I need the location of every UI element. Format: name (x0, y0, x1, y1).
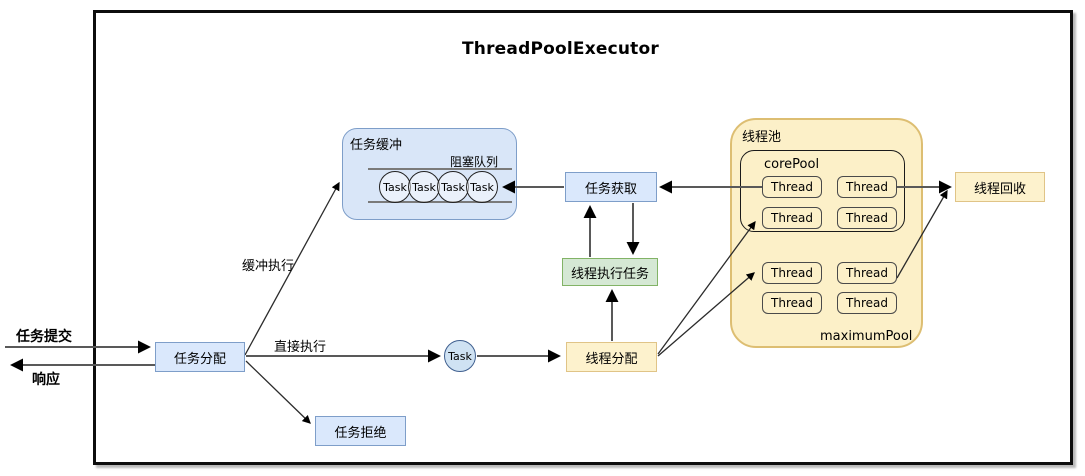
thread-exec-label: 线程执行任务 (570, 266, 649, 282)
thread-dispatch-label: 线程分配 (585, 351, 638, 367)
thread-label: Thread (846, 180, 888, 194)
page-title: ThreadPoolExecutor (462, 39, 659, 59)
core-thread-node: Thread (762, 176, 822, 198)
task-fetch-node: 任务获取 (565, 172, 657, 202)
task-reject-node: 任务拒绝 (315, 416, 406, 446)
task-dispatch-node: 任务分配 (155, 342, 245, 372)
core-thread-node: Thread (762, 207, 822, 229)
thread-label: Thread (771, 266, 813, 280)
max-thread-node: Thread (762, 262, 822, 284)
task-reject-label: 任务拒绝 (334, 425, 387, 441)
direct-exec-label: 直接执行 (274, 340, 327, 355)
buffered-exec-label: 缓冲执行 (242, 259, 295, 274)
response-label: 响应 (32, 372, 60, 388)
queue-task-circle: Task (437, 171, 469, 203)
thread-dispatch-node: 线程分配 (566, 342, 657, 372)
thread-label: Thread (846, 296, 888, 310)
max-thread-node: Thread (837, 292, 897, 314)
task-buffer-label: 任务缓冲 (350, 138, 403, 153)
task-circle-label: Task (448, 349, 472, 363)
task-dispatch-label: 任务分配 (173, 351, 226, 367)
max-thread-node: Thread (837, 262, 897, 284)
maximum-pool-label: maximumPool (820, 329, 913, 344)
queue-task-circle: Task (379, 171, 411, 203)
core-thread-node: Thread (837, 176, 897, 198)
max-thread-node: Thread (762, 292, 822, 314)
blocking-queue-label: 阻塞队列 (449, 155, 498, 169)
thread-label: Thread (771, 296, 813, 310)
thread-label: Thread (846, 211, 888, 225)
core-pool-label: corePool (764, 157, 820, 172)
queue-task-label: Task (412, 180, 436, 194)
queue-task-label: Task (383, 180, 407, 194)
queue-task-circle: Task (466, 171, 498, 203)
thread-label: Thread (771, 180, 813, 194)
core-thread-node: Thread (837, 207, 897, 229)
thread-recycle-node: 线程回收 (955, 172, 1045, 202)
thread-exec-node: 线程执行任务 (562, 258, 658, 286)
thread-recycle-label: 线程回收 (973, 181, 1026, 197)
thread-pool-label: 线程池 (742, 130, 782, 145)
queue-task-label: Task (470, 180, 494, 194)
queue-task-label: Task (441, 180, 465, 194)
task-circle-node: Task (444, 340, 476, 372)
outer-frame (93, 10, 1073, 465)
task-fetch-label: 任务获取 (584, 181, 637, 197)
queue-task-circle: Task (408, 171, 440, 203)
thread-label: Thread (846, 266, 888, 280)
thread-label: Thread (771, 211, 813, 225)
task-submit-label: 任务提交 (16, 329, 72, 345)
